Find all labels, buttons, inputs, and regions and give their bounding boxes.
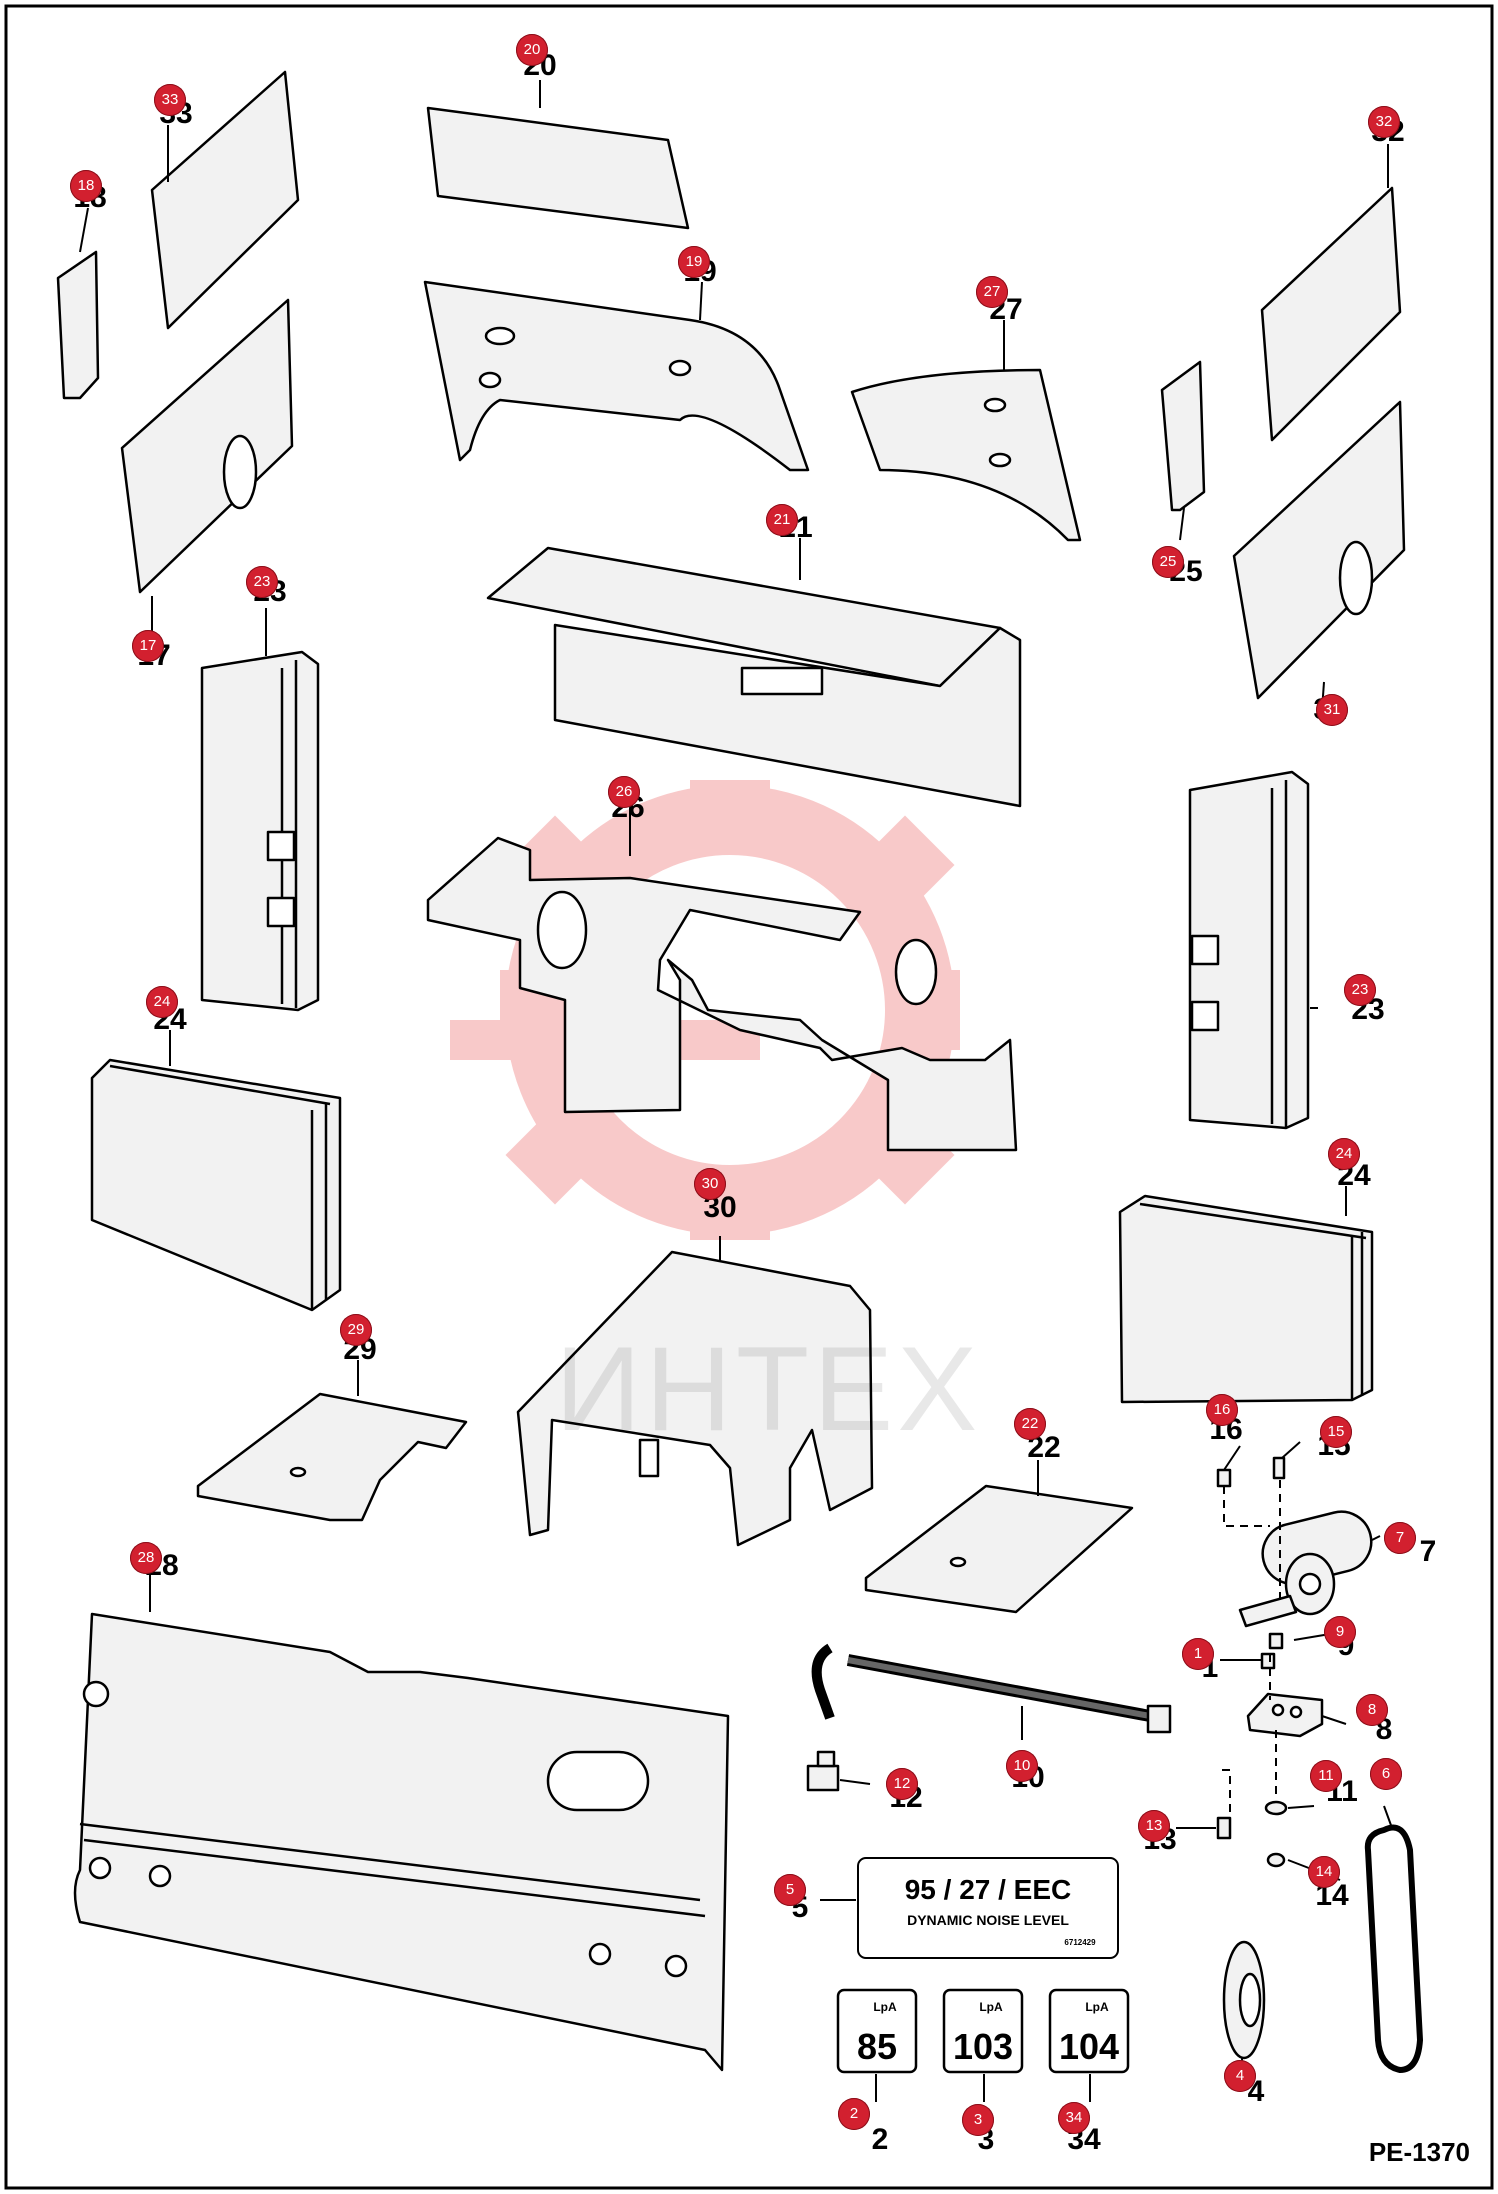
part-33-panel bbox=[150, 70, 300, 330]
noise-badge-value: 85 bbox=[856, 2026, 898, 2067]
watermark-text: ИНТЕХ bbox=[555, 1322, 982, 1456]
part-21-shelf bbox=[486, 546, 1022, 808]
callout-23: 23 bbox=[246, 566, 278, 598]
callout-31: 31 bbox=[1316, 694, 1348, 726]
part-24-right-block bbox=[1118, 1194, 1374, 1404]
part-7-motor bbox=[1238, 1510, 1373, 1628]
part-19-panel bbox=[423, 280, 810, 472]
callout-3: 3 bbox=[962, 2104, 994, 2136]
callout-29: 29 bbox=[340, 1314, 372, 1346]
callout-2: 2 bbox=[838, 2098, 870, 2130]
callout-6: 6 bbox=[1370, 1758, 1402, 1790]
part-22-plate bbox=[864, 1484, 1134, 1614]
part-30-cover bbox=[516, 1250, 874, 1547]
callout-33: 33 bbox=[154, 84, 186, 116]
part-12-fitting bbox=[806, 1750, 840, 1792]
callout-24: 24 bbox=[146, 986, 178, 1018]
frame-border bbox=[4, 4, 1494, 2190]
part-number: 7 bbox=[1419, 1535, 1437, 1568]
part-10-hose bbox=[811, 1643, 1172, 1734]
part-28-long-panel bbox=[73, 1612, 730, 2072]
callout-25: 25 bbox=[1152, 546, 1184, 578]
callout-22: 22 bbox=[1014, 1408, 1046, 1440]
callout-1: 1 bbox=[1182, 1638, 1214, 1670]
callout-16: 16 bbox=[1206, 1394, 1238, 1426]
part-20-panel bbox=[426, 106, 690, 230]
decal-eec-line1: 95 / 27 / EEC bbox=[904, 1874, 1072, 1905]
noise-badge-value: 103 bbox=[952, 2026, 1014, 2067]
watermark-gear-icon bbox=[450, 780, 960, 1240]
callout-15: 15 bbox=[1320, 1416, 1352, 1448]
part-31-panel bbox=[1232, 400, 1406, 700]
part-8-bracket bbox=[1246, 1692, 1324, 1738]
part-6-belt bbox=[1364, 1824, 1423, 2073]
noise-badge-label: LpA bbox=[873, 2000, 897, 2014]
part-18-strip bbox=[56, 250, 100, 400]
callout-10: 10 bbox=[1006, 1750, 1038, 1782]
callout-21: 21 bbox=[766, 504, 798, 536]
callout-17: 17 bbox=[132, 630, 164, 662]
assembly-lines bbox=[1222, 1480, 1281, 1816]
callout-28: 28 bbox=[130, 1542, 162, 1574]
part-5-decal bbox=[857, 1857, 1119, 1959]
leader-lines bbox=[79, 80, 1393, 2102]
part-23-left-stack bbox=[200, 650, 320, 1012]
callout-18: 18 bbox=[70, 170, 102, 202]
part-23-right-stack bbox=[1188, 770, 1310, 1130]
callout-12: 12 bbox=[886, 1768, 918, 1800]
callout-11: 11 bbox=[1310, 1760, 1342, 1792]
noise-badge-label: LpA bbox=[1085, 2000, 1109, 2014]
part-26-bracket bbox=[426, 836, 1018, 1152]
part-17-panel bbox=[120, 298, 294, 594]
part-4-pulley bbox=[1222, 1940, 1266, 2060]
callout-23: 23 bbox=[1344, 974, 1376, 1006]
callout-34: 34 bbox=[1058, 2102, 1090, 2134]
part-24-left-block bbox=[90, 1058, 342, 1312]
part-27-panel bbox=[850, 368, 1082, 542]
callout-8: 8 bbox=[1356, 1694, 1388, 1726]
noise-badge-value: 104 bbox=[1058, 2026, 1120, 2067]
callout-19: 19 bbox=[678, 246, 710, 278]
callout-7: 7 bbox=[1384, 1522, 1416, 1554]
callout-14: 14 bbox=[1308, 1856, 1340, 1888]
hardware-bolts bbox=[1216, 1456, 1288, 1868]
reference-code: PE-1370 bbox=[1368, 2137, 1470, 2167]
callout-26: 26 bbox=[608, 776, 640, 808]
callout-5: 5 bbox=[774, 1874, 806, 1906]
callout-4: 4 bbox=[1224, 2060, 1256, 2092]
decal-eec-code: 6712429 bbox=[1064, 1938, 1096, 1947]
callout-13: 13 bbox=[1138, 1810, 1170, 1842]
callout-24: 24 bbox=[1328, 1138, 1360, 1170]
noise-badge-label: LpA bbox=[979, 2000, 1003, 2014]
part-25-strip bbox=[1160, 360, 1206, 512]
part-32-panel bbox=[1260, 186, 1402, 442]
callout-9: 9 bbox=[1324, 1616, 1356, 1648]
decal-eec-line2: DYNAMIC NOISE LEVEL bbox=[907, 1912, 1069, 1928]
callout-20: 20 bbox=[516, 34, 548, 66]
callout-27: 27 bbox=[976, 276, 1008, 308]
part-29-plate bbox=[196, 1392, 468, 1522]
callout-30: 30 bbox=[694, 1168, 726, 1200]
noise-badges bbox=[836, 1988, 1130, 2074]
part-number: 2 bbox=[871, 2123, 889, 2156]
callout-32: 32 bbox=[1368, 106, 1400, 138]
